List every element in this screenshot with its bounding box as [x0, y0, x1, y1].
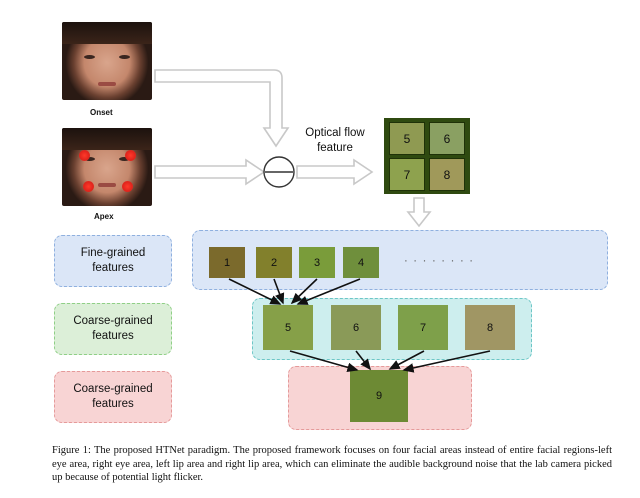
fine-patch: 3 [299, 247, 335, 278]
flow-cell: 6 [429, 122, 465, 155]
flow-cell: 5 [389, 122, 425, 155]
apex-face-image [62, 128, 152, 206]
coarse-patch: 5 [263, 305, 313, 350]
flow-cell: 7 [389, 158, 425, 191]
coarse-patch: 6 [331, 305, 381, 350]
hierarchy-arrows [228, 278, 491, 373]
figure-caption: Figure 1: The proposed HTNet paradigm. T… [52, 445, 612, 484]
fine-patch: 1 [209, 247, 245, 278]
connector-arrows [154, 69, 432, 228]
apex-label: Apex [94, 212, 114, 221]
fine-ellipsis: · · · · · · · · [403, 253, 475, 267]
optical-flow-label: Optical flow feature [305, 127, 365, 154]
subtract-operator-icon [263, 156, 295, 188]
fine-patch: 4 [343, 247, 379, 278]
onset-to-subtract-arrow [154, 69, 290, 148]
flow-cell: 8 [429, 158, 465, 191]
onset-face-image [62, 22, 152, 100]
onset-label: Onset [90, 108, 113, 117]
apex-to-subtract-arrow [154, 158, 266, 186]
optical-flow-feature-grid: 5 6 7 8 [384, 118, 470, 194]
coarse-patch: 8 [465, 305, 515, 350]
figure: Onset Apex Optical flow feature 5 6 7 8 … [54, 22, 608, 430]
flow-to-fine-arrow [406, 197, 432, 228]
fine-patch: 2 [256, 247, 292, 278]
coarse-patch: 7 [398, 305, 448, 350]
coarse-patch: 9 [350, 370, 408, 422]
subtract-to-flow-arrow [296, 158, 374, 186]
